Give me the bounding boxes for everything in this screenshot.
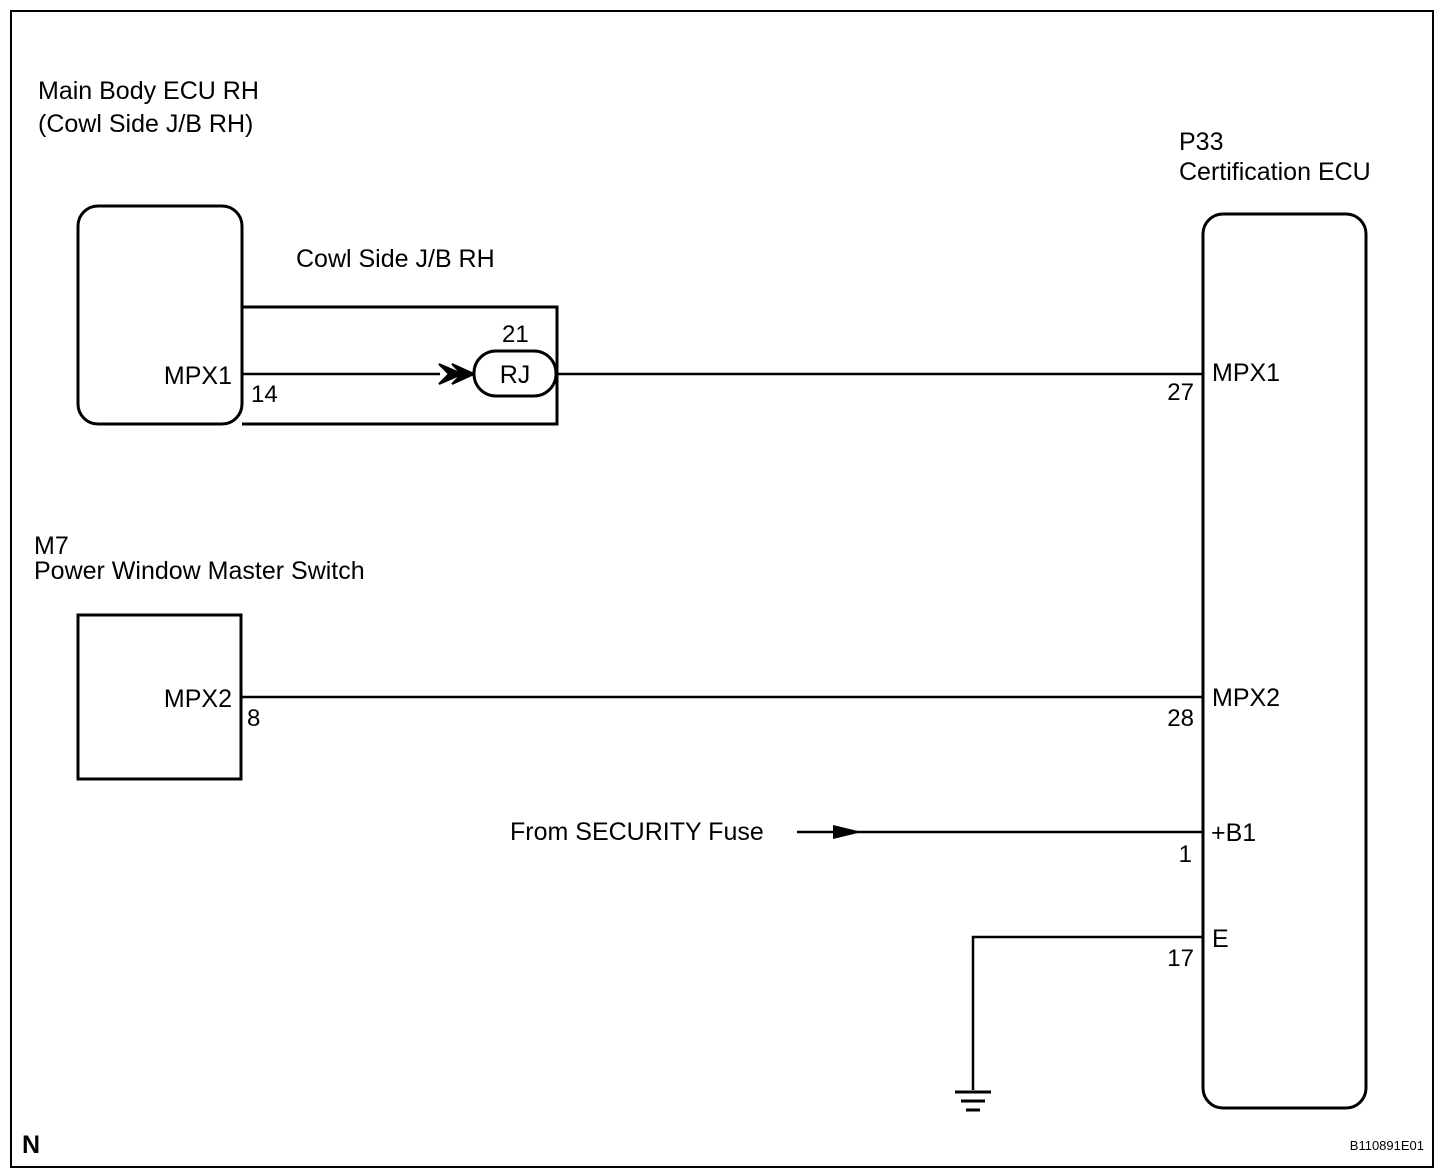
cert-pin-27: 27 xyxy=(1167,379,1194,406)
cert-terminal-mpx1: MPX1 xyxy=(1212,359,1280,387)
power-source-label: From SECURITY Fuse xyxy=(510,818,764,846)
cert-pin-28: 28 xyxy=(1167,705,1194,732)
cert-terminal-mpx2: MPX2 xyxy=(1212,684,1280,712)
main-body-ecu-terminal-mpx1: MPX1 xyxy=(164,362,232,390)
certification-ecu-name: Certification ECU xyxy=(1179,158,1371,186)
connector-arrow-icon xyxy=(438,363,465,385)
cert-pin-17: 17 xyxy=(1167,945,1194,972)
power-window-switch-code: M7 xyxy=(34,532,69,560)
certification-ecu-box xyxy=(1201,212,1368,1110)
main-body-ecu-box xyxy=(76,204,244,426)
power-arrow-icon xyxy=(833,825,862,839)
power-window-switch-pin-8: 8 xyxy=(247,705,260,732)
footer-left-mark: N xyxy=(22,1131,40,1159)
figure-code: B110891E01 xyxy=(1350,1138,1424,1153)
connector-arrow-icon-2 xyxy=(451,363,477,385)
cowl-side-jb-label: Cowl Side J/B RH xyxy=(296,245,495,273)
power-window-switch-name: Power Window Master Switch xyxy=(34,557,365,585)
cowl-side-jb-pin-21: 21 xyxy=(502,321,529,348)
cert-pin-1: 1 xyxy=(1179,841,1192,868)
wire-ground xyxy=(971,935,1203,1090)
certification-ecu-code: P33 xyxy=(1179,128,1223,156)
cowl-side-jb-outline xyxy=(242,305,559,426)
main-body-ecu-title: Main Body ECU RH xyxy=(38,77,259,105)
main-body-ecu-pin-14: 14 xyxy=(251,381,278,408)
ground-icon xyxy=(955,1090,991,1112)
diagram-frame xyxy=(10,10,1434,1168)
main-body-ecu-subtitle: (Cowl Side J/B RH) xyxy=(38,110,253,138)
power-window-switch-terminal-mpx2: MPX2 xyxy=(164,685,232,713)
connector-rj-label: RJ xyxy=(500,361,531,389)
cert-terminal-e: E xyxy=(1212,925,1229,953)
cert-terminal-b1: +B1 xyxy=(1211,819,1256,847)
